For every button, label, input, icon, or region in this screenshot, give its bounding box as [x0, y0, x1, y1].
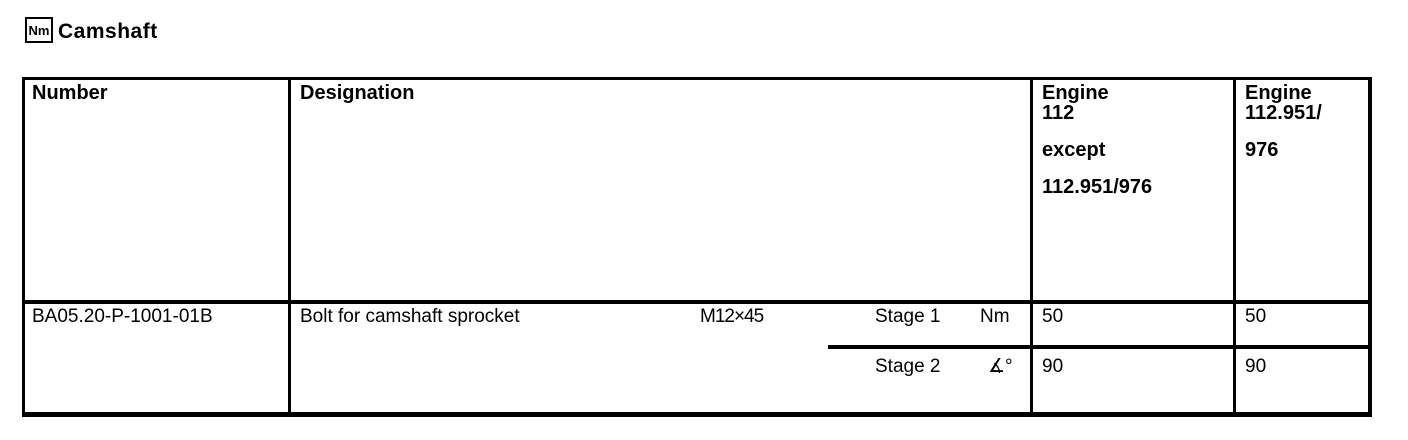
- column-divider-engine1-engine2: [1233, 80, 1236, 412]
- cell-stage1-unit: Nm: [980, 306, 1010, 327]
- column-header-designation: Designation: [300, 82, 415, 104]
- engine1-line1: Engine: [1042, 82, 1109, 104]
- cell-stage2-unit: ∡°: [988, 356, 1013, 377]
- cell-designation: Bolt for camshaft sprocket: [300, 306, 520, 327]
- cell-stage1-engine1-value: 50: [1042, 306, 1064, 327]
- cell-stage1-label: Stage 1: [875, 306, 941, 327]
- torque-spec-table: Number Designation Engine 112 except 112…: [22, 77, 1372, 417]
- cell-document-number: BA05.20-P-1001-01B: [32, 306, 213, 327]
- engine1-line3: except: [1042, 139, 1106, 161]
- column-divider-number-designation: [288, 80, 291, 412]
- page-title: Camshaft: [58, 20, 158, 43]
- cell-stage2-engine2-value: 90: [1245, 356, 1267, 377]
- cell-stage1-engine2-value: 50: [1245, 306, 1267, 327]
- engine2-line2: 112.951/: [1245, 102, 1322, 124]
- column-divider-designation-engine1: [1030, 80, 1033, 412]
- cell-stage2-label: Stage 2: [875, 356, 941, 377]
- engine2-line3: 976: [1245, 139, 1279, 161]
- nm-torque-icon: Nm: [25, 17, 53, 43]
- column-header-engine-112-951-976: Engine 112.951/ 976: [1245, 83, 1322, 160]
- cell-thread-size: M12×45: [700, 306, 764, 327]
- header-row-divider: [25, 300, 1368, 304]
- column-header-engine-112-except: Engine 112 except 112.951/976: [1042, 83, 1152, 197]
- nm-icon-label: Nm: [28, 22, 50, 38]
- stage-row-divider: [828, 345, 1368, 349]
- engine2-line1: Engine: [1245, 82, 1312, 104]
- engine1-line2: 112: [1042, 102, 1075, 124]
- table-grid: Number Designation Engine 112 except 112…: [25, 80, 1368, 412]
- column-header-number: Number: [32, 82, 108, 104]
- cell-stage2-engine1-value: 90: [1042, 356, 1064, 377]
- engine1-line4: 112.951/976: [1042, 176, 1153, 198]
